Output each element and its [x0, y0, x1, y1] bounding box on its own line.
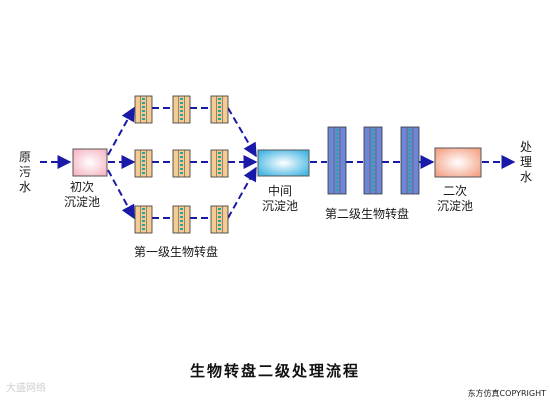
flow-lines	[40, 106, 516, 220]
stage1-disc-unit	[134, 95, 153, 124]
flow-merge-top	[227, 107, 257, 158]
primary-clarifier-label: 初次 沉淀池	[64, 180, 101, 209]
stage1-disc-units	[134, 95, 229, 234]
stage1-disc-unit	[210, 149, 229, 178]
inlet-label: 原污水	[18, 150, 31, 194]
outlet-label: 处理水	[519, 140, 532, 184]
stage2-disc-unit	[400, 126, 420, 195]
stage1-disc-unit	[210, 205, 229, 234]
stage1-label: 第一级生物转盘	[134, 245, 219, 259]
copyright-text: 东方仿真COPYRIGHT	[467, 389, 546, 398]
stage2-disc-unit	[363, 126, 383, 195]
flow-branch-bottom	[107, 169, 135, 220]
stage1-disc-unit	[172, 205, 191, 234]
watermark: 大盛网络	[6, 383, 46, 394]
intermediate-clarifier-label: 中间 沉淀池	[262, 184, 299, 213]
stage1-disc-unit	[210, 95, 229, 124]
stage2-disc-unit	[327, 126, 347, 195]
secondary-clarifier-label: 二次 沉淀池	[437, 184, 474, 213]
flow-merge-bottom	[227, 166, 257, 219]
stage1-disc-unit	[134, 149, 153, 178]
stage1-disc-unit	[172, 95, 191, 124]
stage1-disc-unit	[134, 205, 153, 234]
intermediate-clarifier-tank	[257, 149, 310, 177]
primary-clarifier-tank	[72, 148, 108, 177]
secondary-clarifier-tank	[434, 147, 482, 178]
diagram-title: 生物转盘二级处理流程	[189, 362, 360, 380]
stage2-disc-units	[327, 126, 420, 195]
stage2-label: 第二级生物转盘	[325, 207, 410, 221]
flow-branch-top	[107, 106, 135, 156]
stage1-disc-unit	[172, 149, 191, 178]
